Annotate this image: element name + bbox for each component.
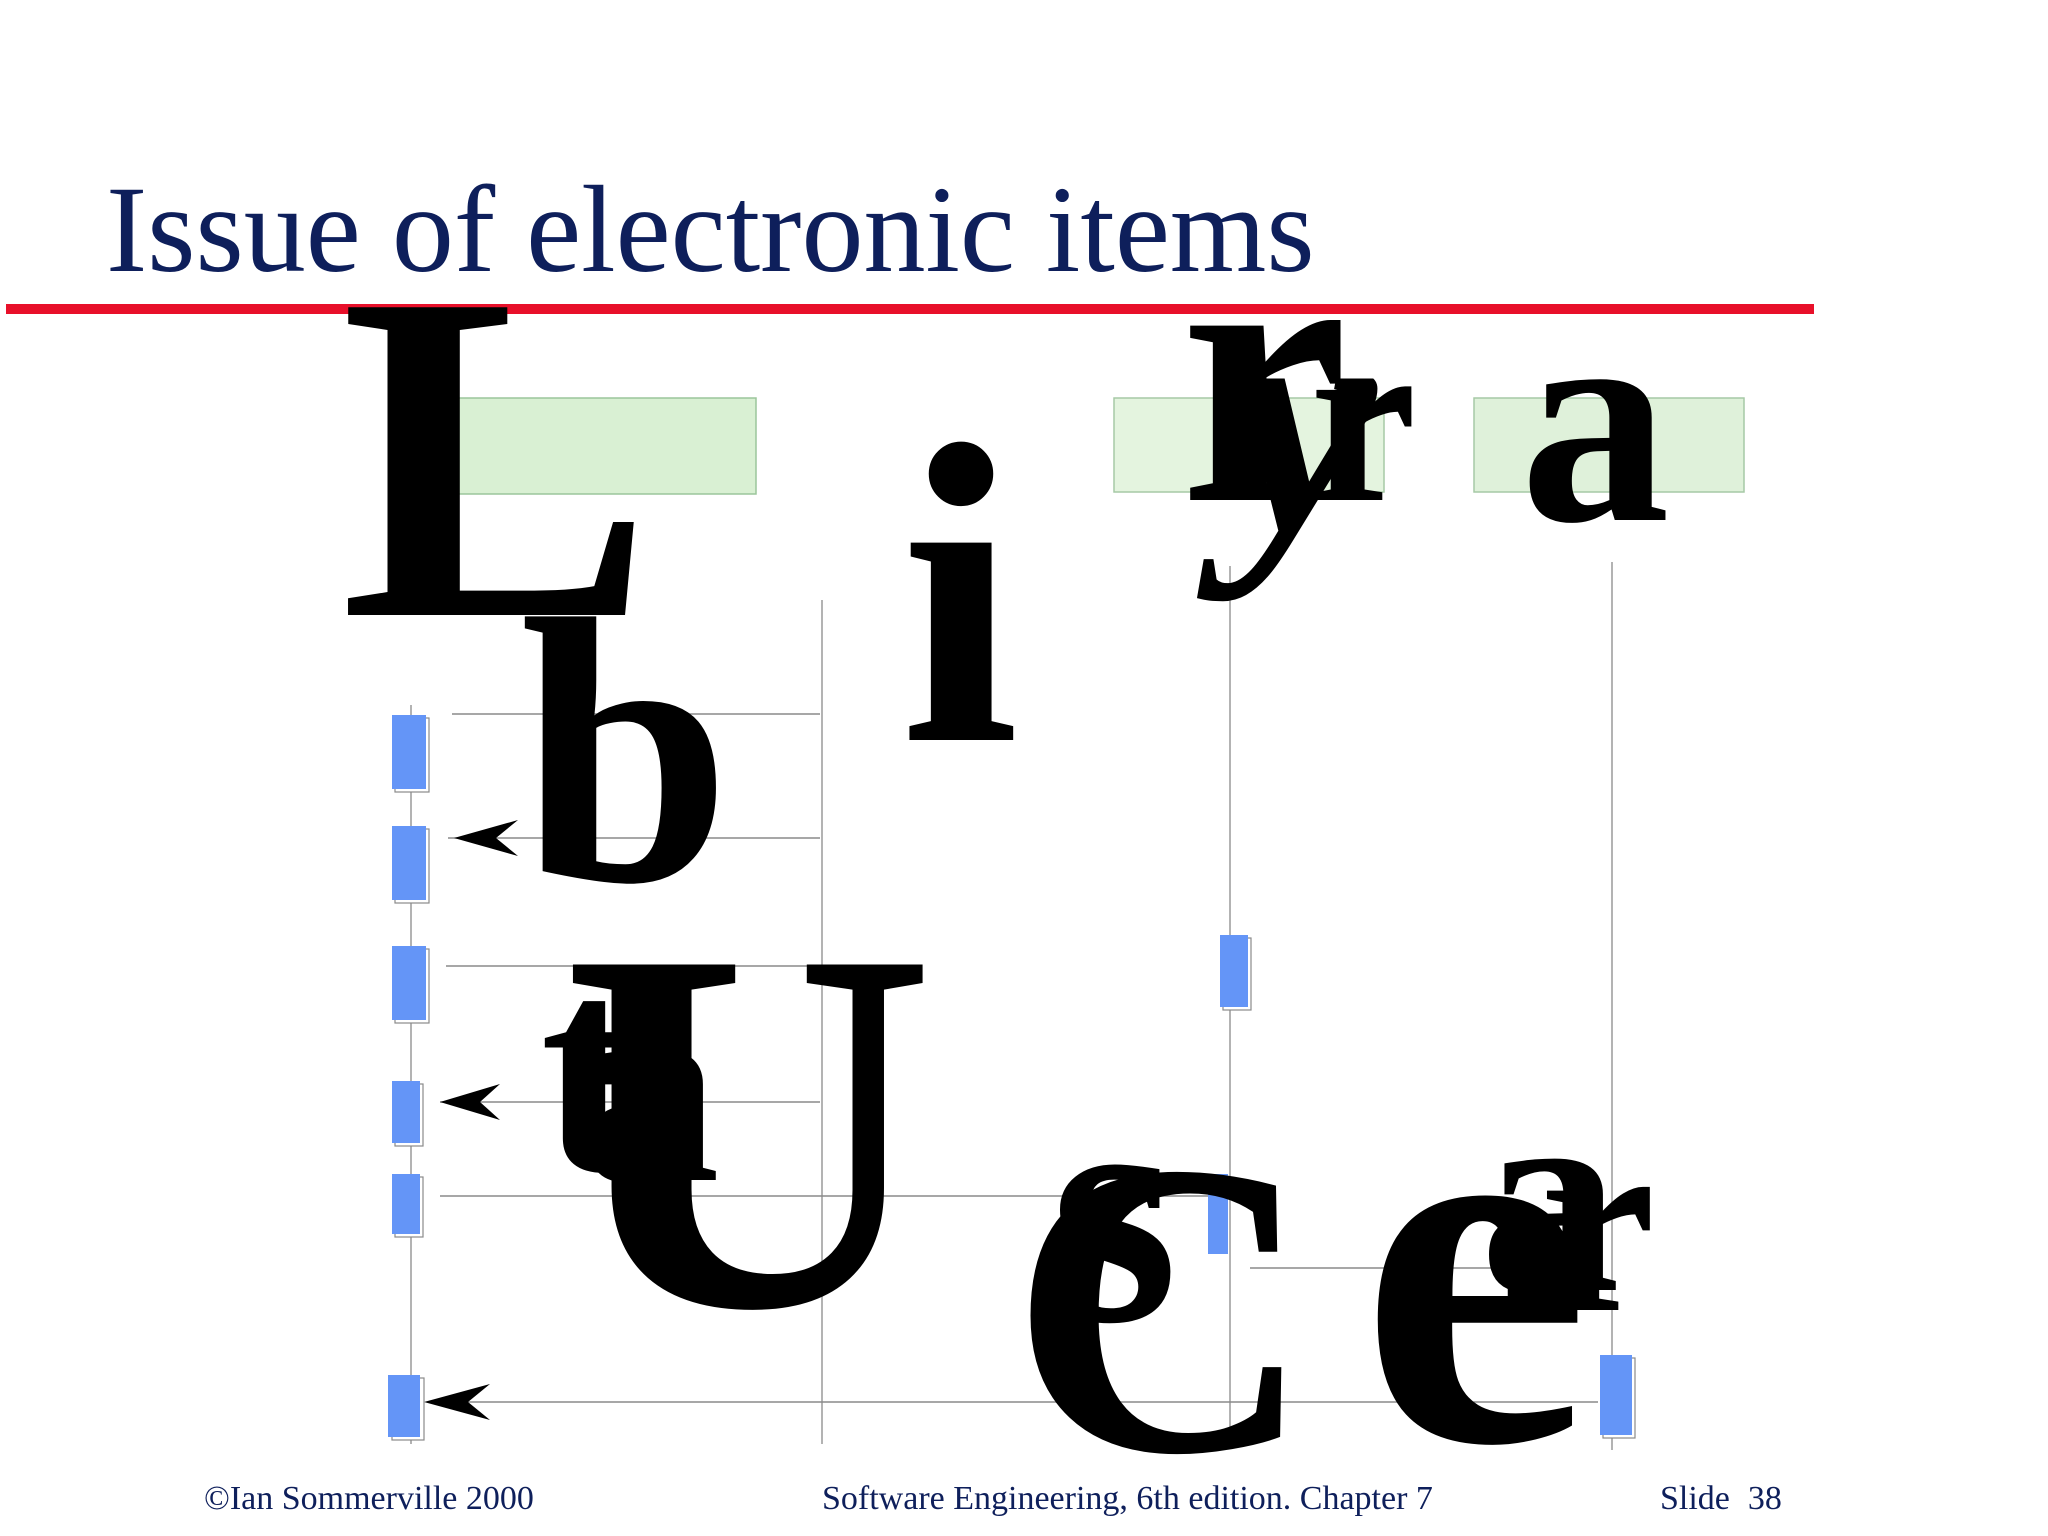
object-box <box>1473 397 1745 493</box>
overlay-glyph: t <box>540 903 643 1235</box>
activation-bar <box>392 826 426 900</box>
overlay-glyphs: L i b r a r y U s e r C a t a <box>340 162 1670 1536</box>
footer-copyright: ©Ian Sommerville 2000 <box>204 1480 534 1517</box>
overlay-glyph: r <box>1540 1079 1655 1367</box>
overlay-glyph: r <box>1180 162 1349 583</box>
overlay-glyph: a <box>580 930 720 1241</box>
overlay-glyph: s <box>1050 1027 1178 1392</box>
overlay-glyph: C <box>1010 1076 1313 1536</box>
title-rule <box>6 304 1814 314</box>
slide-title: Issue of electronic items <box>106 161 1315 298</box>
arrowhead <box>440 1084 500 1120</box>
slide-label: Slide <box>1660 1480 1730 1517</box>
overlay-glyph: a <box>1480 1040 1620 1351</box>
activation-bar <box>392 946 426 1020</box>
activation-bar <box>1600 1355 1632 1435</box>
overlay-glyph: a <box>1520 253 1670 585</box>
object-box <box>395 397 757 495</box>
activation-bars <box>388 715 1636 1441</box>
activation-bar <box>388 1375 420 1437</box>
activation-bar <box>1208 1174 1228 1254</box>
arrowheads <box>424 820 518 1420</box>
object-box <box>1113 397 1385 493</box>
arrowhead <box>454 820 518 856</box>
activation-bar <box>392 1081 420 1143</box>
object-boxes <box>395 397 1745 495</box>
overlay-glyph: i <box>900 358 1019 834</box>
arrowhead <box>424 1384 490 1420</box>
overlay-glyph: b <box>520 542 731 963</box>
footer-book: Software Engineering, 6th edition. Chapt… <box>822 1480 1433 1517</box>
overlay-glyph: U <box>560 843 936 1418</box>
overlay-glyph: r <box>1310 286 1417 552</box>
slide-number: 38 <box>1747 1480 1782 1517</box>
messages <box>436 713 1600 1403</box>
overlay-glyph: L <box>340 196 654 717</box>
activation-bar <box>392 715 426 789</box>
overlay-glyph: e <box>1360 978 1591 1536</box>
activation-bar <box>1220 935 1248 1007</box>
activation-bar <box>392 1174 420 1234</box>
footer-slide: Slide 38 <box>1660 1482 1782 1516</box>
